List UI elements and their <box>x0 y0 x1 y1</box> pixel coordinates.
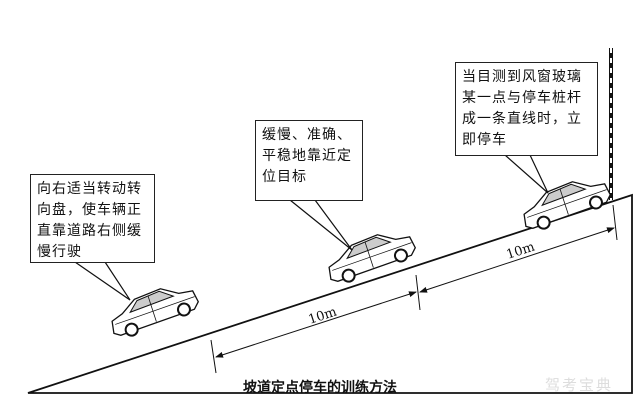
dim-tick <box>210 339 217 374</box>
parking-pole <box>609 48 613 200</box>
dim-tick <box>612 204 618 241</box>
watermark: 驾考宝典 <box>545 376 614 394</box>
dim-line-1 <box>215 291 417 358</box>
dim-line-2 <box>419 227 615 293</box>
diagram-caption: 坡道定点停车的训练方法 <box>243 380 397 396</box>
pointer-2 <box>289 199 353 251</box>
dim-label-1: 10m <box>307 305 339 328</box>
callout-1: 向右适当转动转向盘，使车辆正直靠道路右侧缓慢行驶 <box>30 174 155 263</box>
car-3 <box>516 170 615 235</box>
dim-tick <box>415 274 421 311</box>
dim-label-2: 10m <box>505 240 537 263</box>
pointer-1 <box>74 261 131 301</box>
pointer-3 <box>504 154 549 194</box>
callout-3: 当目测到风窗玻璃某一点与停车桩杆成一条直线时，立即停车 <box>455 62 598 156</box>
callout-2: 缓慢、准确、平稳地靠近定位目标 <box>255 120 363 201</box>
